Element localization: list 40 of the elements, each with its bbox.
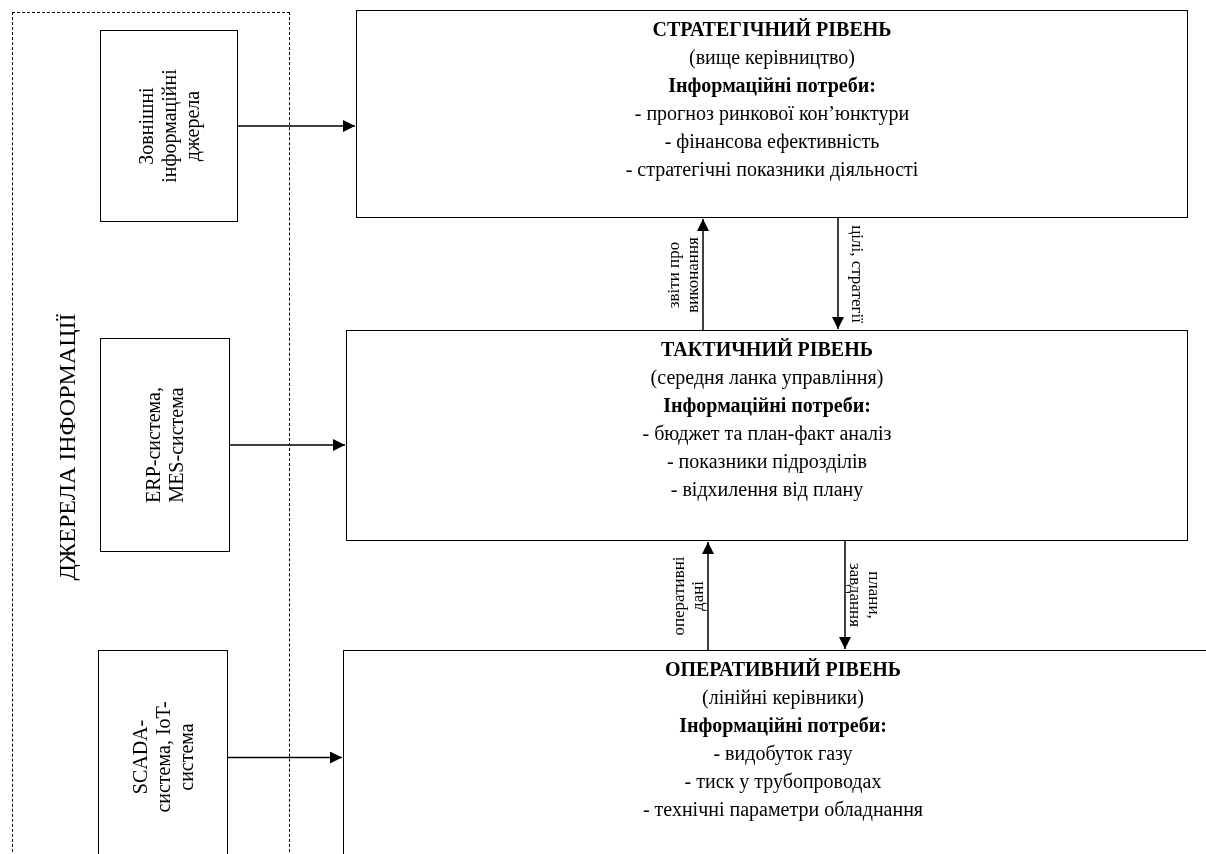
need-item: - видобуток газу — [713, 741, 853, 767]
need-item: - відхилення від плану — [670, 477, 864, 503]
needs-heading: Інформаційні потреби: — [679, 713, 887, 739]
arrow — [227, 751, 343, 764]
level-box — [356, 10, 1188, 218]
source-label: Зовнішні інформаційні джерела — [134, 67, 204, 185]
dashed-group-frame — [12, 12, 290, 854]
level-title: ТАКТИЧНИЙ РІВЕНЬ — [661, 337, 873, 362]
level-subtitle: (середня ланка управління) — [650, 365, 884, 391]
arrow — [839, 540, 851, 650]
arrow — [832, 217, 844, 330]
edge-label: звіти про виконання — [665, 235, 703, 315]
level-subtitle: (лінійні керівники) — [702, 685, 864, 711]
need-item: - фінансова ефективність — [664, 129, 880, 155]
source-label: SCADA-система, IoT-система — [128, 700, 198, 815]
needs-heading: Інформаційні потреби: — [663, 393, 871, 419]
arrow — [697, 218, 709, 331]
level-title: ОПЕРАТИВНИЙ РІВЕНЬ — [664, 657, 902, 682]
source-box — [97, 649, 228, 854]
edge-label: оперативні дані — [670, 555, 708, 638]
edge-label: цілі, стратегії — [847, 223, 867, 325]
source-box — [99, 337, 230, 552]
needs-heading: Інформаційні потреби: — [668, 73, 876, 99]
need-item: - технічні параметри обладнання — [642, 797, 924, 823]
source-box — [99, 29, 238, 222]
level-box — [346, 330, 1188, 541]
source-label: ERP-система, MES-система — [141, 385, 188, 505]
group-title: ДЖЕРЕЛА ІНФОРМАЦІЇ — [54, 312, 82, 583]
need-item: - бюджет та план-факт аналіз — [642, 421, 892, 447]
need-item: - прогноз ринкової кон’юнктури — [634, 101, 910, 127]
arrow — [237, 120, 356, 132]
need-item: - показники підрозділів — [666, 449, 868, 475]
arrow — [702, 541, 714, 651]
level-subtitle: (вище керівництво) — [689, 45, 855, 71]
arrow — [229, 439, 346, 451]
edge-label: плани, завдання — [845, 561, 883, 630]
level-box — [343, 650, 1206, 854]
need-item: - тиск у трубопроводах — [684, 769, 882, 795]
level-title: СТРАТЕГІЧНИЙ РІВЕНЬ — [652, 17, 892, 42]
need-item: - стратегічні показники діяльності — [625, 157, 919, 183]
